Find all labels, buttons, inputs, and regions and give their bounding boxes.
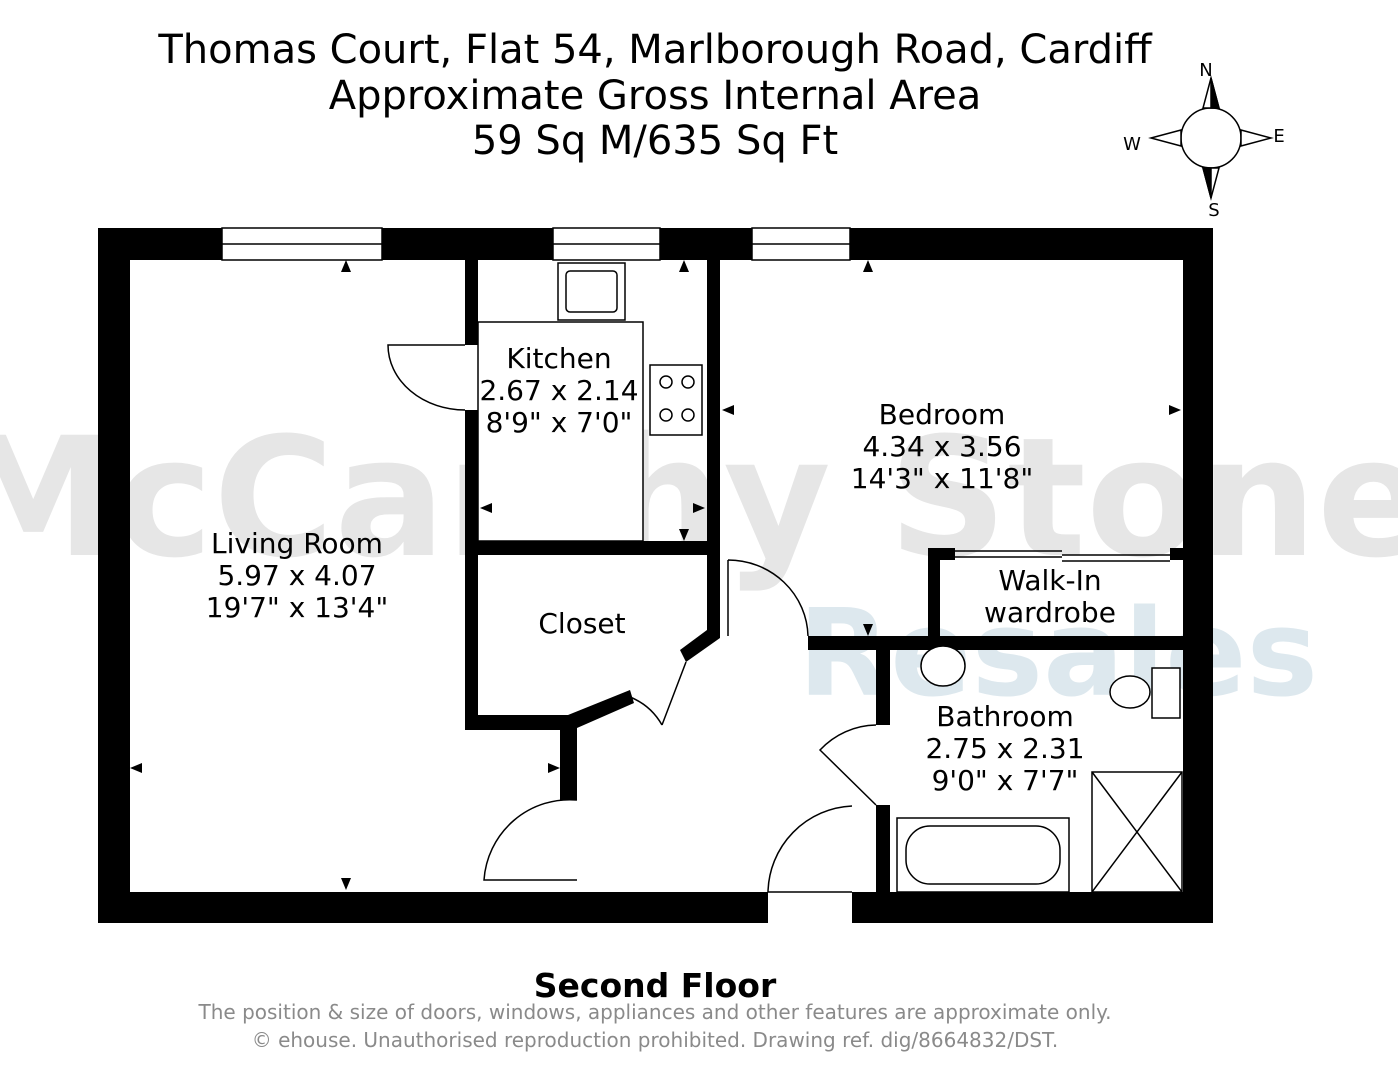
floor-label: Second Floor	[533, 966, 777, 1005]
fixtures	[477, 262, 1183, 893]
compass-w: W	[1123, 134, 1141, 155]
bedroom-label: Bedroom	[879, 398, 1006, 431]
kitchen-label: Kitchen	[506, 342, 611, 375]
wardrobe-label-2: wardrobe	[984, 596, 1116, 629]
living-metric: 5.97 x 4.07	[217, 559, 376, 592]
windows	[221, 227, 1170, 562]
bedroom-imperial: 14'3" x 11'8"	[851, 462, 1033, 495]
compass-icon	[1148, 75, 1274, 201]
title-line-2: Approximate Gross Internal Area	[328, 73, 982, 119]
closet-label: Closet	[538, 607, 625, 640]
compass-n: N	[1199, 60, 1212, 81]
title-line-1: Thomas Court, Flat 54, Marlborough Road,…	[158, 27, 1152, 73]
title-line-3: 59 Sq M/635 Sq Ft	[471, 118, 839, 164]
bedroom-metric: 4.34 x 3.56	[862, 430, 1021, 463]
compass-s: S	[1208, 200, 1219, 221]
bathroom-imperial: 9'0" x 7'7"	[932, 764, 1079, 797]
living-label: Living Room	[211, 527, 383, 560]
kitchen-metric: 2.67 x 2.14	[479, 374, 638, 407]
walls	[98, 228, 1213, 923]
toilet-icon	[1109, 675, 1151, 709]
kitchen-imperial: 8'9" x 7'0"	[486, 406, 633, 439]
bathroom-metric: 2.75 x 2.31	[925, 732, 1084, 765]
hob-icon	[649, 364, 703, 436]
doors	[387, 344, 877, 893]
compass-e: E	[1273, 126, 1284, 147]
washbasin-icon	[920, 645, 966, 687]
copyright: © ehouse. Unauthorised reproduction proh…	[251, 1028, 1059, 1052]
disclaimer: The position & size of doors, windows, a…	[198, 1000, 1112, 1024]
wardrobe-label-1: Walk-In	[998, 564, 1101, 597]
bathroom-label: Bathroom	[936, 700, 1074, 733]
dimension-arrows	[130, 260, 1181, 890]
kitchen-counter	[477, 321, 644, 542]
living-imperial: 19'7" x 13'4"	[206, 591, 388, 624]
